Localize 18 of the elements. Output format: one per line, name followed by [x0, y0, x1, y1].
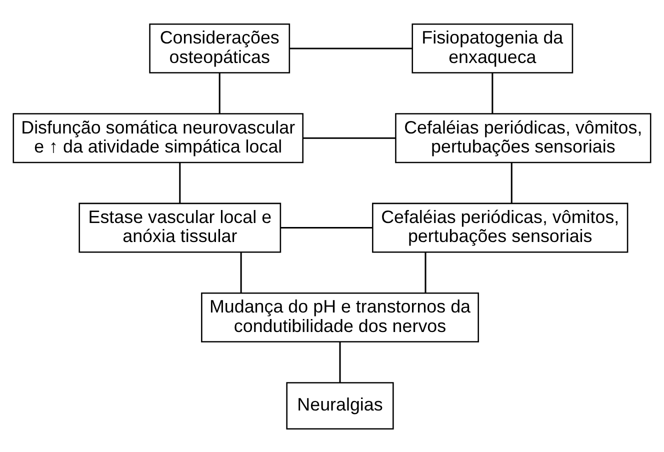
connector: [179, 162, 181, 203]
connector: [339, 342, 341, 382]
node-box: Disfunção somática neurovascular e ↑ da atividade simpática local: [12, 112, 304, 163]
connector: [240, 252, 242, 292]
node-box: Cefaléias periódicas, vômitos, pertubações sensoriais: [372, 202, 628, 252]
connector: [218, 72, 220, 114]
connector: [280, 226, 373, 228]
node-box: Fisiopatogenia da enxaqueca: [412, 22, 574, 73]
connector: [290, 47, 412, 49]
connector: [302, 136, 396, 138]
node-box: Mudança do pH e transtornos da condutibilidade dos nervos: [201, 292, 479, 342]
node-box: Neuralgias: [286, 382, 394, 430]
node-box: Estase vascular local e anóxia tissular: [78, 202, 282, 252]
node-box: Cefaléias periódicas, vômitos, pertubações sensoriais: [395, 112, 652, 163]
connector: [424, 252, 426, 292]
node-box: Considerações osteopáticas: [149, 22, 290, 73]
connector: [510, 162, 512, 203]
connector: [492, 72, 494, 114]
